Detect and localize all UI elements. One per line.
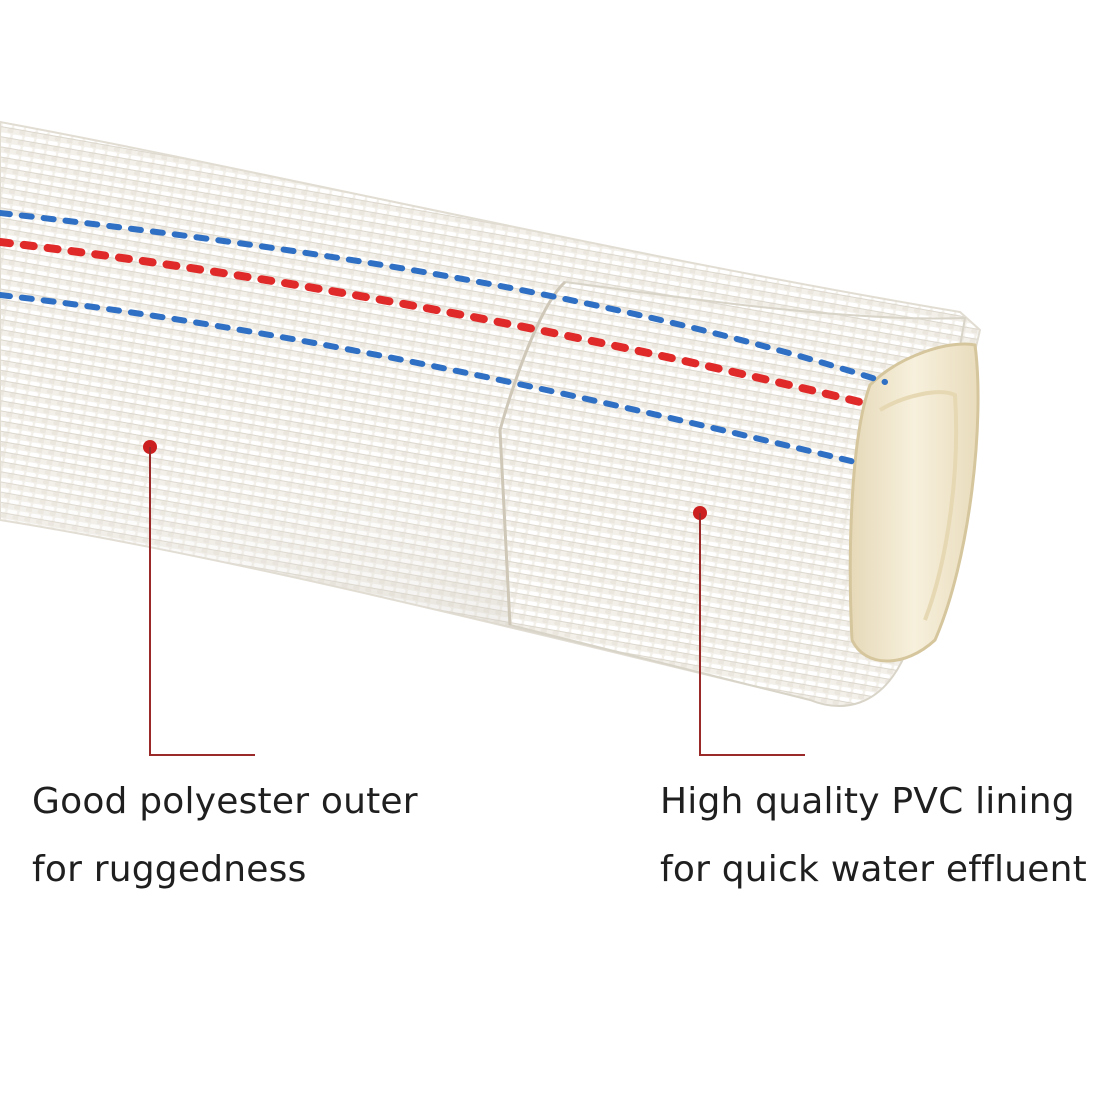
callout-line-right (699, 513, 805, 756)
caption-outer-material: Good polyester outer for ruggedness (32, 768, 418, 904)
pvc-lining-inner-fold (878, 390, 959, 621)
caption-outer-line1: Good polyester outer (32, 781, 418, 822)
callout-line-left (149, 447, 255, 756)
stripe-blue-bottom (0, 292, 858, 465)
caption-lining-line2: for quick water effluent (660, 849, 1087, 890)
stripe-blue-top (0, 210, 888, 385)
caption-lining-material: High quality PVC lining for quick water … (660, 768, 1087, 904)
stripe-red (0, 238, 876, 409)
caption-outer-line2: for ruggedness (32, 849, 307, 890)
hose-sleeve-edge (498, 280, 567, 626)
pvc-lining-opening (848, 342, 980, 663)
caption-lining-line1: High quality PVC lining (660, 781, 1075, 822)
